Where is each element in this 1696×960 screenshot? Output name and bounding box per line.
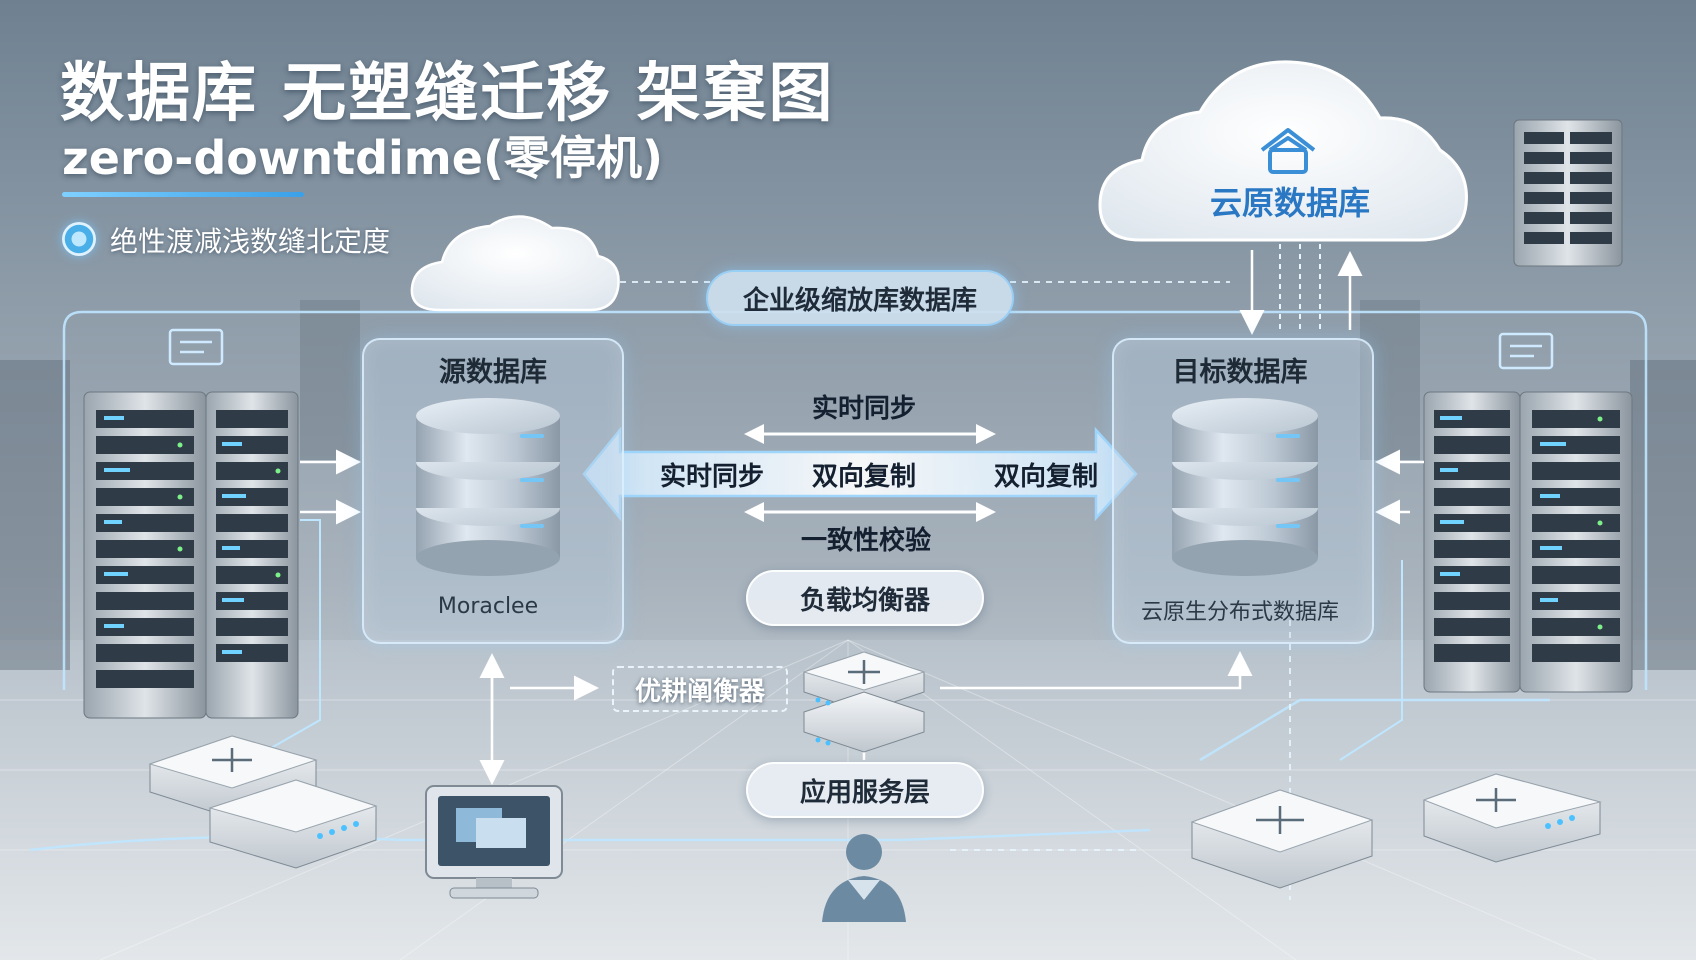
source-database-caption: Moraclee — [437, 594, 539, 619]
flow-label-left: 实时同步 — [659, 462, 765, 492]
load-balancer-pill: 负载均衡器 — [746, 570, 984, 626]
target-database-caption: 云原生分布式数据库 — [1140, 600, 1340, 625]
flow-label-middle: 双向复制 — [811, 462, 917, 492]
enterprise-database-pill: 企业级缩放库数据库 — [706, 270, 1014, 326]
title-underline — [62, 192, 304, 197]
target-database-title: 目标数据库 — [1172, 357, 1308, 388]
flow-label-bottom: 一致性校验 — [800, 526, 932, 556]
flow-label-top: 实时同步 — [811, 394, 917, 424]
flow-label-right: 双向复制 — [993, 462, 1099, 492]
source-database-panel — [362, 338, 624, 644]
cloud-database-label: 云原数据库 — [1209, 184, 1371, 222]
balancer-side-label: 优耕阐衡器 — [634, 676, 765, 707]
bullet-text: 绝性渡减浅数缝北定度 — [110, 225, 391, 258]
page-title: 数据库 无塑缝迁移 架窠图 — [60, 57, 835, 131]
bullet-icon — [62, 222, 96, 256]
target-database-panel — [1112, 338, 1374, 644]
enterprise-database-label: 企业级缩放库数据库 — [742, 285, 977, 316]
balancer-side-box: 优耕阐衡器 — [612, 666, 788, 712]
app-service-layer-pill: 应用服务层 — [746, 762, 984, 818]
app-service-layer-label: 应用服务层 — [799, 777, 930, 808]
load-balancer-label: 负载均衡器 — [799, 585, 930, 616]
page-subtitle: zero-downtdime(零停机) — [62, 131, 663, 185]
source-database-title: 源数据库 — [439, 357, 547, 388]
